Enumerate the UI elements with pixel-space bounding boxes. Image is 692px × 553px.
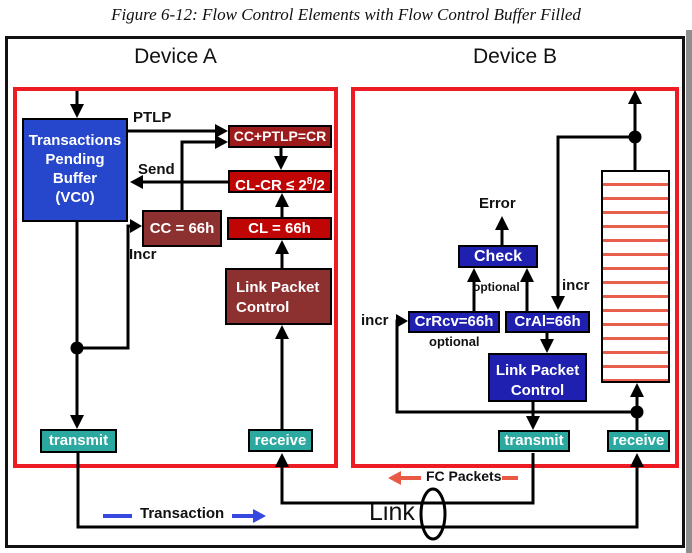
check-box: Check bbox=[458, 245, 538, 268]
cl-cr-text: CL-CR ≤ 2 bbox=[235, 177, 307, 194]
incr-label-a: Incr bbox=[129, 246, 157, 263]
lpc-b-line2: Control bbox=[510, 381, 565, 399]
tpb-line3: Buffer bbox=[52, 170, 98, 188]
cral-counter-box: CrAl=66h bbox=[505, 311, 590, 333]
tpb-line4: (VC0) bbox=[55, 189, 95, 207]
link-packet-control-a: Link Packet Control bbox=[225, 268, 332, 325]
transactions-pending-buffer: Transactions Pending Buffer (VC0) bbox=[22, 118, 128, 222]
crrcv-counter-box: CrRcv=66h bbox=[408, 311, 500, 333]
incr-label-crrcv: incr bbox=[361, 312, 389, 329]
device-a-label: Device A bbox=[134, 45, 217, 68]
incr-label-cral: incr bbox=[562, 277, 590, 294]
page-edge-shadow bbox=[686, 30, 692, 553]
optional-label-upper: optional bbox=[473, 280, 520, 294]
optional-label-lower: optional bbox=[429, 334, 480, 349]
flow-control-buffer-filled bbox=[601, 170, 670, 383]
cc-plus-ptlp-box: CC+PTLP=CR bbox=[228, 125, 332, 148]
tpb-line2: Pending bbox=[45, 151, 105, 169]
lpc-b-line1: Link Packet bbox=[495, 362, 580, 379]
cl-cr-exponent: 8 bbox=[306, 176, 313, 187]
figure-title: Figure 6-12: Flow Control Elements with … bbox=[111, 5, 581, 24]
transmit-port-a: transmit bbox=[40, 429, 117, 453]
transmit-port-b: transmit bbox=[498, 430, 570, 452]
receive-port-a: receive bbox=[248, 429, 313, 452]
lpc-a-line2: Control bbox=[236, 298, 290, 316]
cl-minus-cr-box: CL-CR ≤ 28/2 bbox=[228, 170, 332, 194]
ptlp-label: PTLP bbox=[133, 109, 172, 126]
link-packet-control-b: Link Packet Control bbox=[488, 353, 587, 402]
receive-port-b: receive bbox=[607, 430, 670, 452]
tpb-line1: Transactions bbox=[28, 132, 122, 149]
cl-cr-suffix: /2 bbox=[312, 177, 325, 194]
lpc-a-line1: Link Packet bbox=[236, 279, 320, 296]
transaction-label: Transaction bbox=[140, 505, 225, 522]
cl-counter-box: CL = 66h bbox=[227, 217, 332, 240]
send-label: Send bbox=[138, 161, 175, 178]
cc-counter-box: CC = 66h bbox=[142, 210, 222, 247]
error-label: Error bbox=[479, 195, 516, 212]
device-b-label: Device B bbox=[472, 45, 558, 68]
link-label: Link bbox=[369, 498, 415, 526]
fc-packets-label: FC Packets bbox=[426, 468, 502, 484]
